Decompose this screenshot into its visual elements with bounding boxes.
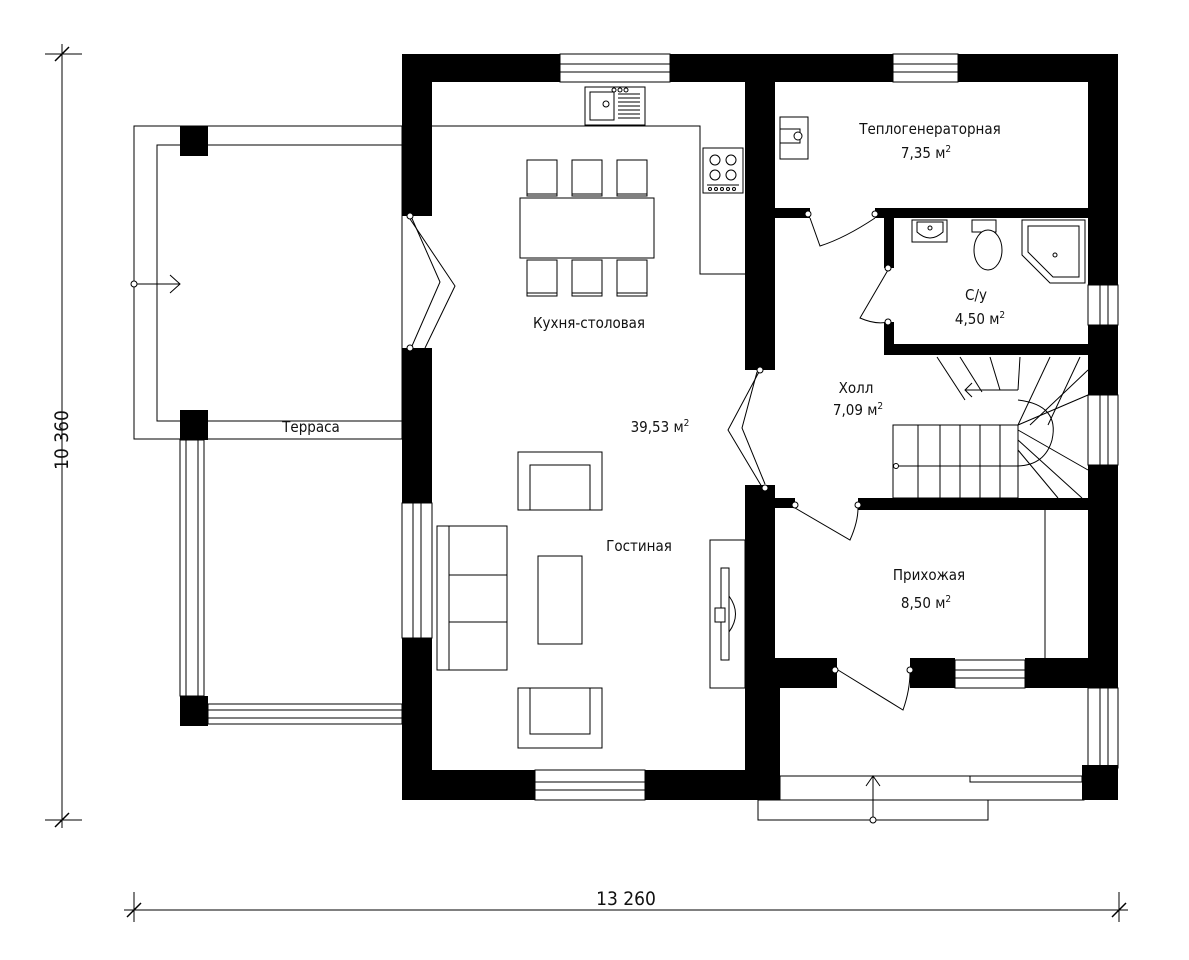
- kitchen-counter: [432, 86, 745, 275]
- room-area-living: 39,53 м2: [631, 418, 690, 436]
- room-name-living: Гостиная: [606, 537, 672, 555]
- room-name-hall: Холл: [839, 379, 874, 397]
- height-label: 10 360: [51, 410, 73, 470]
- terrace: [130, 125, 403, 726]
- room-name-boiler: Теплогенераторная: [858, 120, 1001, 138]
- room-name-entry: Прихожая: [893, 566, 965, 584]
- width-label: 13 260: [596, 888, 656, 910]
- dimension-width: 13 260: [124, 888, 1128, 922]
- room-name-kitchen: Кухня-столовая: [533, 314, 645, 332]
- room-name-wc: С/у: [965, 286, 987, 304]
- room-area-boiler: 7,35 м2: [901, 144, 951, 162]
- dining-table: [519, 159, 655, 297]
- walls: [402, 54, 1118, 800]
- living-furniture: [436, 451, 746, 749]
- room-area-hall: 7,09 м2: [833, 401, 883, 419]
- doors: [406, 210, 914, 711]
- bathroom-fixtures: [911, 219, 1086, 284]
- entrance-porch: [757, 775, 1085, 824]
- room-name-terrace: Терраса: [281, 418, 340, 436]
- room-area-wc: 4,50 м2: [955, 310, 1005, 328]
- room-labels: Теплогенераторная 7,35 м2 С/у 4,50 м2 Ку…: [281, 120, 1005, 612]
- room-area-entry: 8,50 м2: [901, 594, 951, 612]
- staircase: [892, 356, 1089, 658]
- boiler-sink: [779, 116, 809, 160]
- dimension-height: 10 360: [45, 44, 82, 828]
